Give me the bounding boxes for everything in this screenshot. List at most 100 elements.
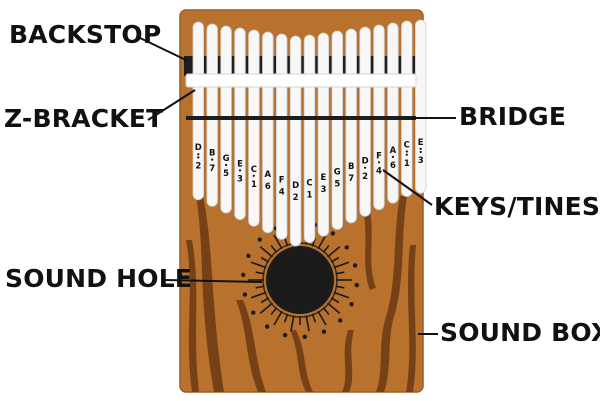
- tine: F4: [275, 33, 288, 240]
- tine-octave-dot: [419, 150, 422, 154]
- rosette-ray: [333, 291, 350, 299]
- label-sound-box: SOUND BOX: [440, 318, 600, 347]
- wood-grain-stripe: [236, 300, 266, 392]
- rosette-ray: [327, 302, 341, 315]
- tine-note-label: G: [223, 154, 230, 164]
- tine-key: [401, 20, 413, 197]
- rosette-dot: [257, 237, 263, 242]
- label-bridge: BRIDGE: [459, 102, 567, 131]
- label-backstop: BACKSTOP: [9, 20, 162, 49]
- tine-note-label: E: [320, 173, 326, 183]
- tine-note-label: C: [306, 178, 312, 188]
- rosette-ray: [305, 315, 310, 332]
- tine-octave-dot: [391, 155, 394, 158]
- wood-grain-stripe: [196, 196, 224, 392]
- sound-hole: [266, 246, 334, 314]
- tine-key: [289, 35, 302, 247]
- tine-note-label: A: [265, 170, 272, 180]
- tine-key: [331, 30, 344, 230]
- tine-key: [317, 32, 330, 237]
- rosette-dot: [302, 334, 308, 339]
- rosette-dot: [321, 329, 327, 334]
- tine-key: [414, 19, 427, 194]
- rosette-ray: [259, 302, 273, 315]
- sound-hole-pointer: [164, 279, 263, 283]
- z-bracket-pointer: [147, 89, 196, 121]
- rosette-dot: [352, 263, 358, 268]
- tine-octave-dot: [225, 163, 228, 167]
- wood-grain-stripe: [406, 245, 416, 392]
- tine-octave-dot: [377, 161, 381, 164]
- tine-number-label: 4: [376, 167, 382, 177]
- rosette-ray: [333, 261, 350, 269]
- rosette-ray: [273, 234, 283, 250]
- tine: B7: [345, 28, 357, 224]
- rosette-dot: [264, 324, 270, 329]
- rosette-dot: [241, 272, 246, 278]
- tine-number-label: 3: [320, 185, 326, 195]
- tine-key: [262, 31, 274, 234]
- wood-grain-stripe: [342, 330, 354, 392]
- tine: E3: [414, 19, 427, 194]
- rosette-dot: [246, 253, 251, 258]
- tine: D2: [289, 35, 302, 247]
- tine-note-label: G: [334, 168, 341, 178]
- label-z-bracket: Z-BRACKET: [4, 104, 164, 133]
- wood-grain: [186, 196, 416, 392]
- tine-number-label: 4: [279, 188, 285, 198]
- tine-note-label: E: [237, 159, 243, 169]
- rosette-dot: [282, 332, 288, 338]
- tine-octave-dot: [197, 156, 200, 159]
- tine-note-label: D: [292, 181, 299, 191]
- label-sound-hole: SOUND HOLE: [5, 264, 193, 293]
- tine: C1: [401, 20, 413, 197]
- tine-octave-dot: [211, 158, 214, 161]
- tine-octave-dot: [405, 153, 408, 156]
- rosette-dot: [354, 282, 359, 288]
- rosette-dot: [251, 310, 256, 315]
- tine-note-label: F: [376, 151, 382, 161]
- wood-grain-stripe: [362, 205, 376, 290]
- tine-note-label: A: [390, 146, 397, 156]
- callout-pointers: [139, 37, 456, 335]
- tine-number-label: 6: [265, 182, 271, 192]
- tine-octave-dot: [364, 166, 367, 169]
- tine-note-label: E: [418, 138, 424, 148]
- rosette-dot: [337, 318, 343, 323]
- backstop-pointer: [139, 37, 187, 61]
- tine-key: [192, 21, 205, 201]
- tine: A6: [387, 22, 399, 204]
- tine-octave-dot: [419, 147, 422, 150]
- tine-key: [345, 28, 357, 224]
- tine: E3: [317, 32, 330, 237]
- tine-number-label: 3: [237, 175, 243, 185]
- tine-key: [275, 33, 288, 240]
- tine-note-label: D: [195, 143, 202, 153]
- rosette-ray: [259, 245, 273, 258]
- rosette-dot: [242, 292, 248, 297]
- bridge: [186, 116, 416, 120]
- wood-grain-stripe: [376, 196, 407, 392]
- tine-number-label: 6: [390, 161, 396, 171]
- z-bracket: [185, 73, 417, 88]
- rosette-ray: [273, 310, 283, 326]
- rosette-dot: [344, 245, 349, 250]
- tine-octave-dot: [405, 150, 408, 153]
- keys-tines-pointer: [382, 169, 433, 206]
- tine-note-label: B: [348, 162, 354, 172]
- label-keys-tines: KEYS/TINES: [434, 192, 600, 221]
- rosette-dot: [349, 302, 354, 307]
- tine-number-label: 1: [404, 159, 410, 169]
- tine-note-label: F: [279, 176, 285, 186]
- tine-number-label: 2: [293, 193, 299, 203]
- tine-number-label: 1: [307, 190, 313, 200]
- tine-octave-dot: [238, 169, 242, 172]
- bridge-bar: [186, 116, 416, 120]
- tine-key: [303, 34, 316, 244]
- tine-note-label: C: [251, 165, 257, 175]
- tine-key: [206, 23, 218, 207]
- wood-grain-stripe: [290, 330, 313, 392]
- tine-number-label: 7: [348, 174, 354, 184]
- tine-number-label: 3: [418, 156, 424, 166]
